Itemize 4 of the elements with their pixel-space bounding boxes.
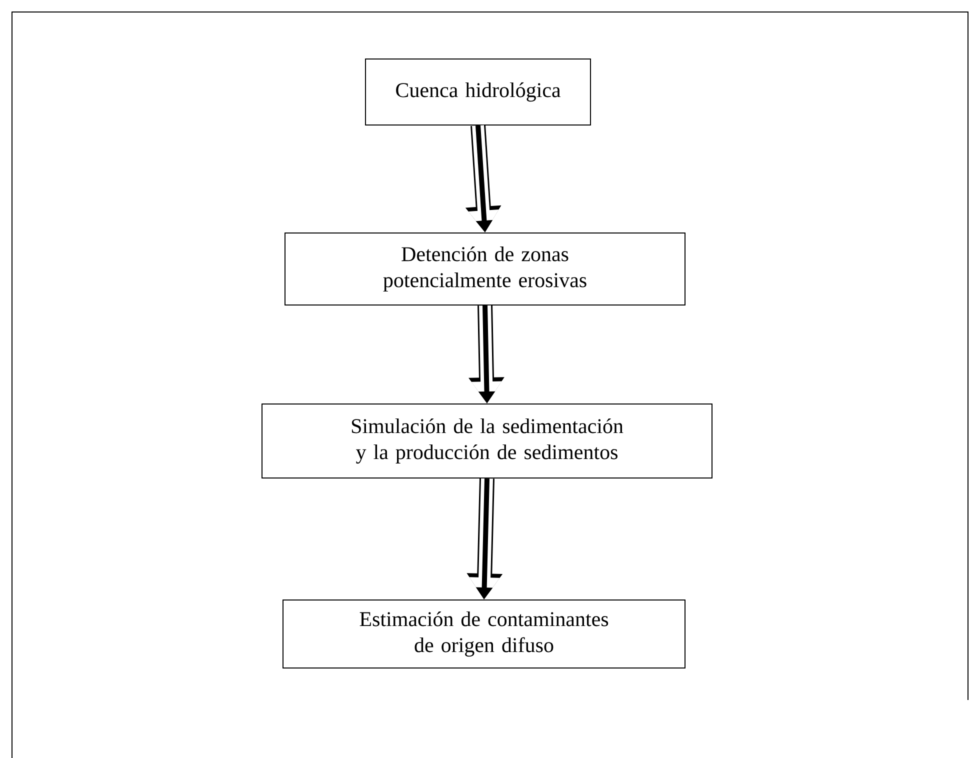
process-box: Simulación de la sedimentación y la producción de sedimentos [262, 404, 712, 478]
process-box: Estimación de contaminantes de origen difuso [282, 600, 686, 668]
process-box: Cuenca hidrológica [365, 58, 591, 126]
process-box: Detención de zonas potencialmente erosivas [284, 232, 686, 306]
